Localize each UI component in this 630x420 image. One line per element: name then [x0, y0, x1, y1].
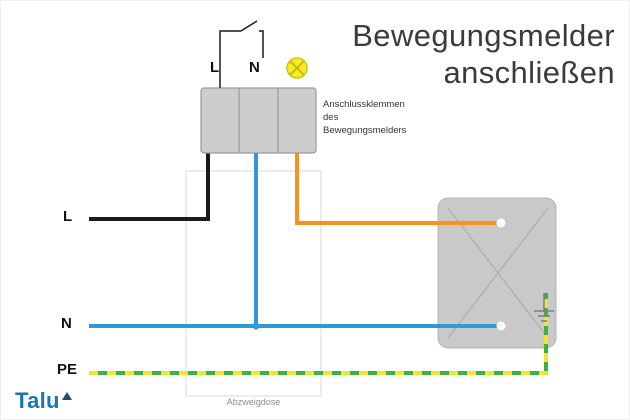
- supply-label-l: L: [63, 208, 73, 225]
- brand-logo-text: Talu: [15, 388, 60, 413]
- lamp-circle-x-icon: [286, 57, 308, 79]
- terminal-label-l: L: [210, 59, 220, 76]
- terminal-dot-upper: [496, 218, 506, 228]
- junction-box: [185, 170, 322, 397]
- supply-label-pe: PE: [57, 361, 78, 378]
- terminal-block-annotation: Anschlussklemmen des Bewegungsmelders: [323, 99, 407, 136]
- wire-l-black: [89, 153, 210, 221]
- wire-junction-dot: [252, 322, 260, 330]
- terminal-label-n: N: [249, 59, 260, 76]
- brand-logo: Talu: [15, 388, 72, 414]
- page-title: Bewegungsmelder anschließen: [352, 17, 615, 91]
- terminal-dot-lower: [496, 321, 506, 331]
- wire-pe-yellow-dashes: [89, 293, 548, 375]
- page-title-line1: Bewegungsmelder: [352, 18, 615, 53]
- ground-icon: [534, 293, 554, 322]
- wire-lamp-orange: [295, 153, 499, 225]
- device-box: [437, 197, 557, 349]
- page-title-line2: anschließen: [443, 55, 615, 90]
- switch-contact-icon: [219, 20, 264, 88]
- junction-box-label: Abzweigdose: [226, 397, 281, 407]
- terminal-block: [200, 87, 317, 154]
- logo-triangle-icon: [61, 392, 72, 400]
- supply-label-n: N: [61, 315, 72, 332]
